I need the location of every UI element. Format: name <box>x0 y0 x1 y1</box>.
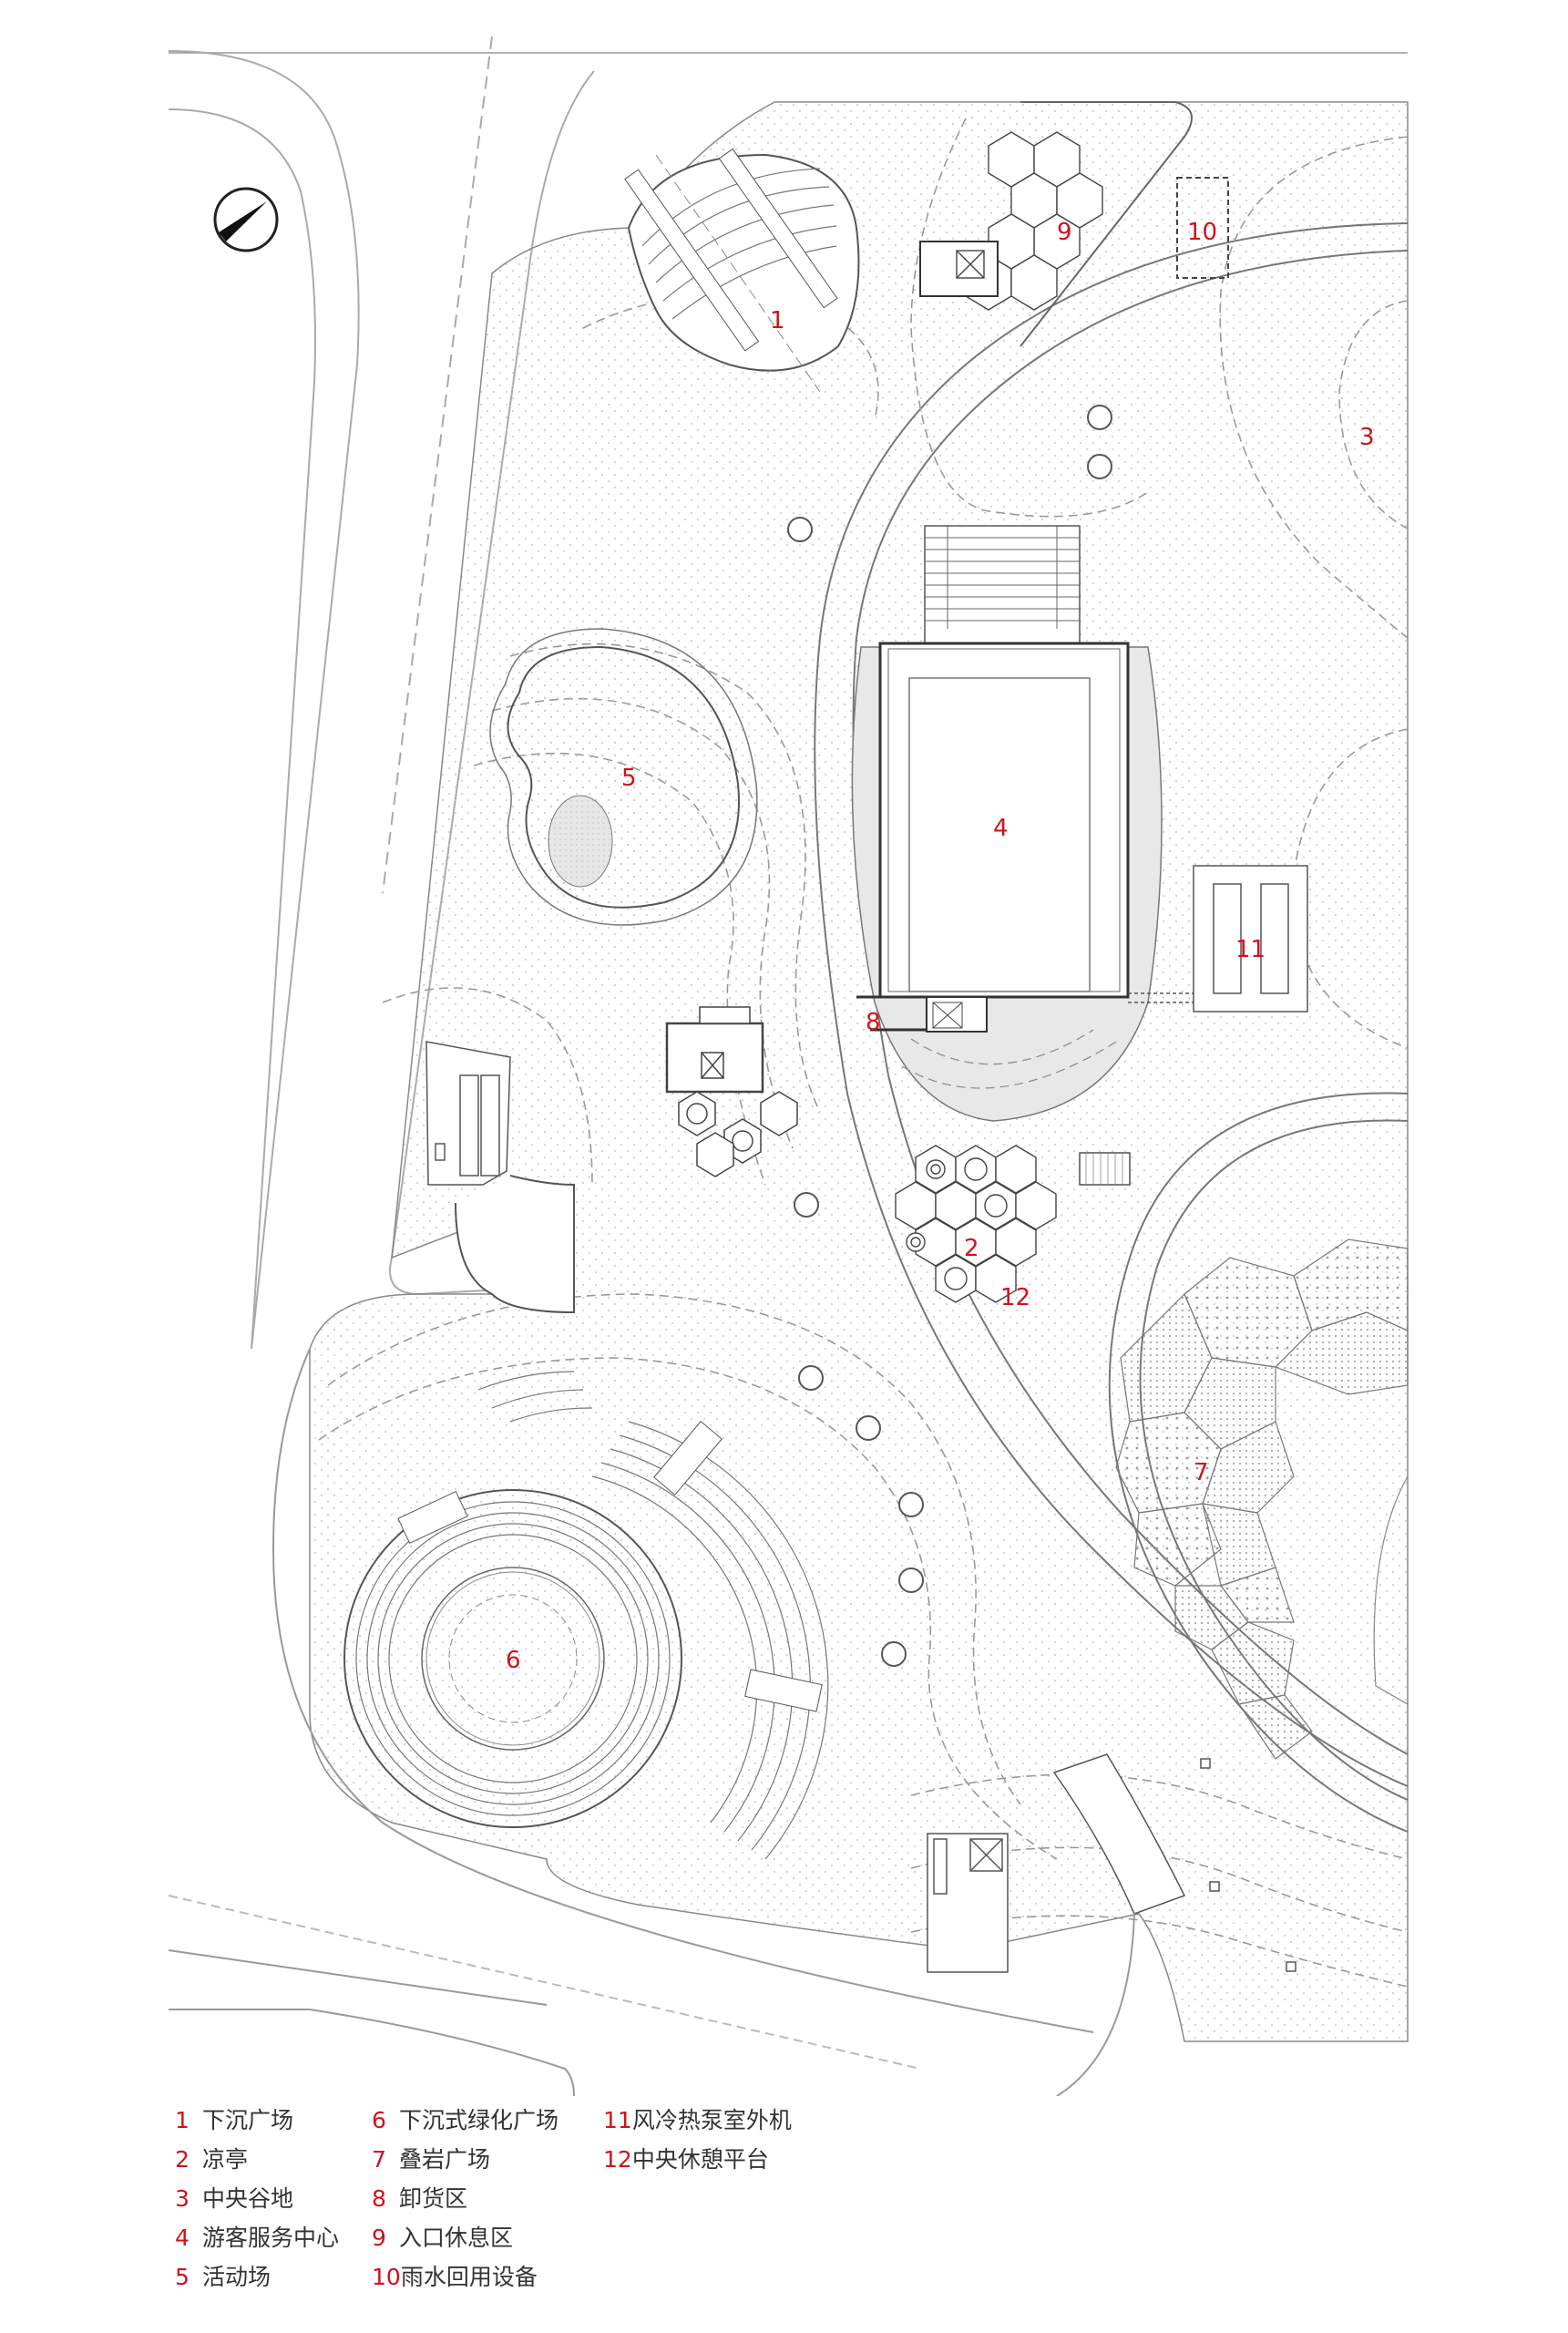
plan-label-2: 2 <box>964 1235 979 1262</box>
plan-label-3: 3 <box>1359 424 1375 451</box>
tree-circles <box>787 405 1112 1667</box>
legend-column-3: 11风冷热泵室外机 12中央休憩平台 <box>603 2101 792 2179</box>
site-ground <box>309 101 1409 2042</box>
legend-item: 10雨水回用设备 <box>372 2264 538 2290</box>
plan-label-9: 9 <box>1057 219 1072 246</box>
plan-label-10: 10 <box>1187 219 1217 246</box>
left-stair-building <box>425 1041 575 1314</box>
stacked-rock-plaza-7 <box>1115 1238 1409 1760</box>
plan-label-7: 7 <box>1194 1459 1209 1486</box>
road-left <box>168 36 595 1350</box>
plan-label-4: 4 <box>993 815 1009 842</box>
legend-item: 12中央休憩平台 <box>603 2146 769 2173</box>
entrance-rest-area-9 <box>919 131 1103 311</box>
pavilion-2-cluster <box>895 1145 1131 1303</box>
legend-item: 11风冷热泵室外机 <box>603 2107 792 2133</box>
plan-label-5: 5 <box>621 765 637 792</box>
site-plan: 1 2 3 4 5 6 7 8 9 10 11 12 <box>168 36 1409 2096</box>
plan-label-8: 8 <box>866 1009 881 1036</box>
plan-label-12: 12 <box>1000 1284 1030 1311</box>
heat-pump-11 <box>1128 865 1308 1012</box>
plan-labels: 1 2 3 4 5 6 7 8 9 10 11 12 <box>506 219 1375 1674</box>
rainwater-equipment-10 <box>1176 177 1229 279</box>
bottom-entrance <box>927 1753 1296 1973</box>
sunken-green-plaza-6 <box>343 1371 829 1860</box>
plan-label-6: 6 <box>506 1647 521 1674</box>
visitor-center-4 <box>851 525 1163 1122</box>
service-building <box>665 1006 798 1177</box>
sunken-plaza-1 <box>624 148 860 393</box>
plan-label-1: 1 <box>770 307 785 334</box>
activity-field-5 <box>489 628 758 926</box>
plan-label-11: 11 <box>1235 936 1266 963</box>
north-arrow-icon <box>213 187 279 252</box>
